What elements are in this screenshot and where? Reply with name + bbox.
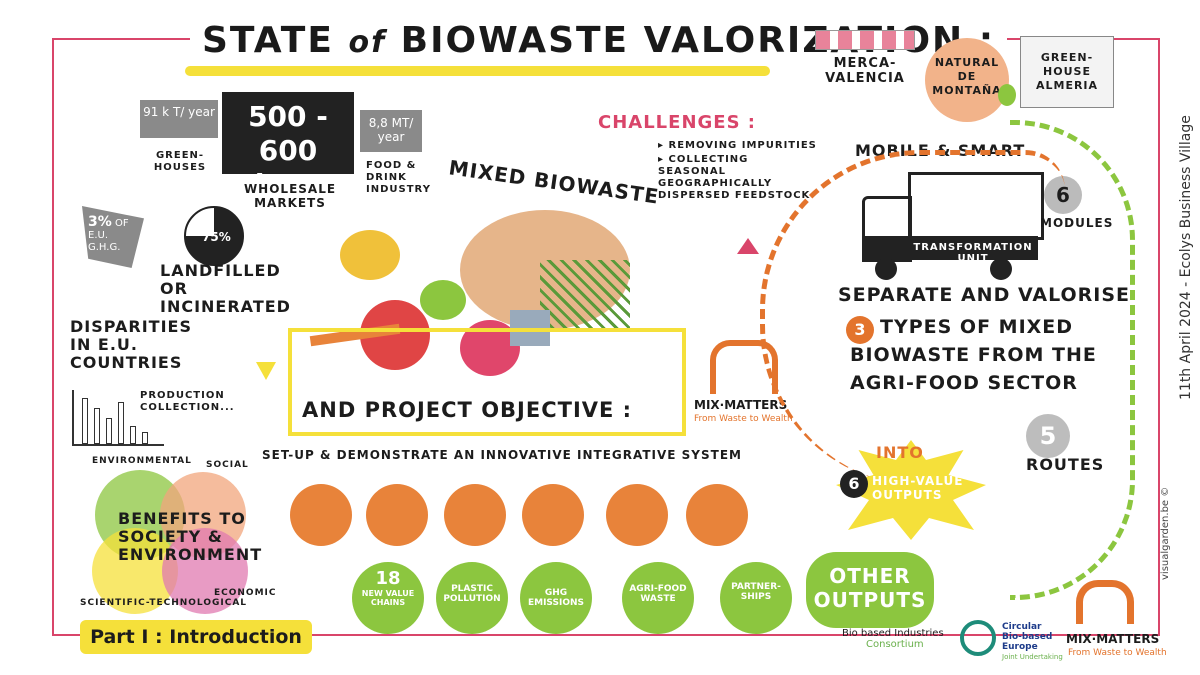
benefits-tag: SOCIAL — [206, 460, 249, 470]
impact-bottom: AGRI-FOOD WASTE — [629, 584, 687, 604]
orange-dashed-path — [760, 150, 1065, 485]
challenges-list: ▸ REMOVING IMPURITIES ▸ COLLECTING SEASO… — [658, 140, 818, 202]
outputs-label: HIGH-VALUE OUTPUTS — [872, 474, 964, 502]
net-bag-icon — [540, 260, 630, 330]
partner-mercavalencia: MERCA-VALENCIA — [825, 56, 905, 86]
cbe-line: Europe — [1002, 642, 1038, 652]
cbe-line: Joint Undertaking — [1002, 653, 1063, 661]
credit-text: visualgarden.be © — [1160, 486, 1171, 580]
routes-label: ROUTES — [1026, 455, 1105, 474]
stat-food-label: FOOD & DRINK INDUSTRY — [366, 160, 431, 195]
disparity-bar — [94, 408, 100, 444]
logo-name-footer: MIX·MATTERS — [1066, 632, 1160, 646]
stat-wholesale-label: WHOLESALE MARKETS — [243, 182, 337, 210]
packaging-icon — [366, 484, 428, 546]
fibres-icon — [522, 484, 584, 546]
impact-bottom: PARTNER-SHIPS — [731, 582, 781, 602]
cbe-line: Circular — [1002, 622, 1042, 632]
disparity-bar — [130, 426, 136, 444]
ghg-label: OF E.U. G.H.G. — [88, 218, 129, 253]
impact-agrifood: AGRI-FOOD WASTE — [622, 562, 694, 634]
molecule-icon — [686, 484, 748, 546]
part-label: Part I : Introduction — [80, 620, 312, 654]
logo-name-center: MIX·MATTERS — [694, 398, 788, 412]
challenges-title: CHALLENGES : — [598, 112, 757, 133]
compost-icon — [290, 484, 352, 546]
cbe-line: Bio-based — [1002, 632, 1053, 642]
ghg-text: 3% OF E.U. G.H.G. — [82, 206, 144, 264]
pear-icon — [998, 84, 1016, 106]
event-text: 11th April 2024 - Ecolys Business Villag… — [1178, 115, 1194, 400]
objective-title: and PROJECT OBJECTIVE : — [302, 398, 639, 422]
benefits-tag: SCIENTIFIC-TECHNOLOGICAL — [80, 598, 248, 608]
dna-icon — [606, 484, 668, 546]
pepper-green-icon — [420, 280, 466, 320]
benefits-title: BENEFITS to SOCIETY & ENVIRONMENT — [118, 509, 263, 564]
cbe-logo-icon — [960, 620, 996, 656]
other-outputs-label: OTHER OUTPUTS — [813, 564, 927, 612]
landfill-pct: 75% — [202, 230, 231, 244]
challenge-item-text: COLLECTING SEASONAL GEOGRAPHICALLY DISPE… — [658, 154, 811, 201]
title-word-of: of — [348, 25, 387, 60]
impact-bottom: GHG EMISSIONS — [527, 588, 585, 608]
disparities-sub: PRODUCTION COLLECTION... — [140, 390, 235, 413]
squash-icon — [340, 230, 400, 280]
cbe-logo-text: Circular Bio-based Europe Joint Undertak… — [1002, 622, 1063, 662]
impact-bottom: NEW VALUE CHAINS — [361, 589, 415, 607]
bbi-sub: Consortium — [866, 639, 924, 650]
landfill-pie — [184, 206, 244, 266]
logo-tagline-footer: From Waste to Wealth — [1068, 648, 1167, 658]
mercavalencia-stall: MERCA-VALENCIA — [815, 30, 915, 100]
outputs-count: 6 — [840, 470, 868, 498]
disparity-bar — [106, 418, 112, 444]
bbi-logo: Bio based Industries Consortium — [842, 628, 944, 650]
routes-count: 5 — [1026, 414, 1070, 458]
benefits-tag: ENVIRONMENTAL — [92, 456, 192, 466]
objective-system: SET-UP & DEMONSTRATE an INNOVATIVE INTEG… — [262, 448, 742, 462]
challenge-item: ▸ REMOVING IMPURITIES — [658, 140, 817, 151]
stat-wholesale-value: 500 - 600 kT/y — [248, 100, 328, 201]
stat-food-box: 8,8 MT/ year — [360, 110, 422, 152]
stat-food-value: 8,8 MT/ year — [368, 116, 414, 144]
objective-yellow-box — [288, 328, 686, 436]
disparity-bar — [118, 402, 124, 444]
title-underline — [185, 66, 770, 76]
landfill-label: LANDFILLED or INCINERATED — [160, 261, 291, 316]
stat-greenhouses-box: 91 k T/ year — [140, 100, 218, 138]
challenge-item: ▸ COLLECTING SEASONAL GEOGRAPHICALLY DIS… — [658, 154, 811, 201]
ghg-pct: 3% — [88, 214, 112, 230]
greenhouse-icon: GREEN-HOUSE ALMERIA — [1020, 36, 1114, 108]
up-arrow-icon — [737, 238, 759, 254]
disparity-bar — [82, 398, 88, 444]
title-word-state: STATE — [202, 20, 334, 61]
impact-value-chains: 18 NEW VALUE CHAINS — [352, 562, 424, 634]
partner-greenhouse-almeria: GREEN-HOUSE ALMERIA — [1035, 51, 1099, 92]
bbi-name: Bio based Industries — [842, 628, 944, 639]
impact-partnerships: PARTNER-SHIPS — [720, 562, 792, 634]
logo-tagline-center: From Waste to Wealth — [694, 414, 793, 424]
stat-greenhouses-label: GREEN-HOUSES — [153, 150, 207, 173]
benefits-tag: ECONOMIC — [214, 588, 277, 598]
disparity-bar — [142, 432, 148, 444]
stat-greenhouses-value: 91 k T/ year — [143, 105, 215, 119]
impact-plastic: PLASTIC POLLUTION — [436, 562, 508, 634]
natural-montana-badge: NATURAL de MONTAÑA — [925, 38, 1009, 122]
impact-top: 18 — [375, 568, 401, 589]
outputs-into: INTO — [876, 443, 924, 462]
other-outputs-badge: OTHER OUTPUTS — [806, 552, 934, 628]
disparities-label: DISPARITIES in E.U. COUNTRIES — [70, 317, 192, 372]
mixmatters-logo-icon — [1076, 580, 1134, 624]
bowl-icon — [444, 484, 506, 546]
disparities-bar-chart — [72, 390, 164, 446]
impact-bottom: PLASTIC POLLUTION — [443, 584, 501, 604]
challenge-item-text: REMOVING IMPURITIES — [668, 140, 817, 151]
venn-economic — [162, 528, 248, 614]
partner-natural-montana: NATURAL de MONTAÑA — [932, 56, 1002, 97]
green-dashed-path — [1010, 120, 1135, 600]
stat-wholesale-box: 500 - 600 kT/y — [222, 92, 354, 201]
impact-ghg: GHG EMISSIONS — [520, 562, 592, 634]
down-arrow-icon — [256, 362, 276, 380]
